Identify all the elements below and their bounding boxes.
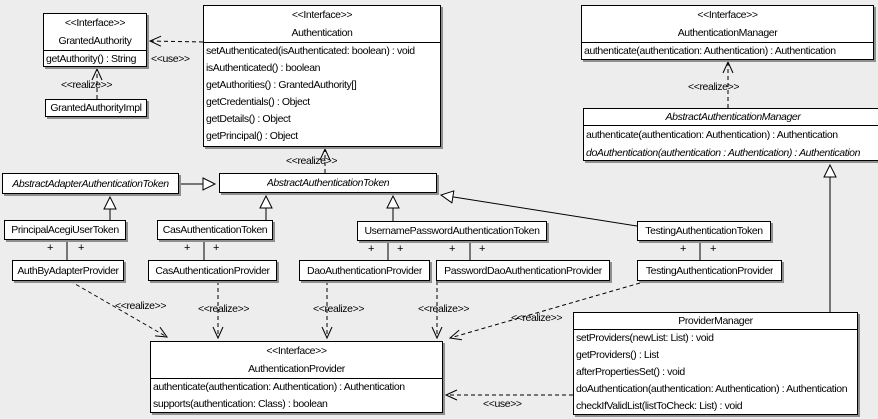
edge-label-realize: <<realize>>: [286, 155, 338, 167]
class-box-auth-by-adapter-provider[interactable]: AuthByAdapterProvider: [12, 260, 124, 281]
method-signature: authenticate(authentication: Authenticat…: [586, 129, 838, 141]
class-box-password-dao-authentication-provider[interactable]: PasswordDaoAuthenticationProvider: [436, 260, 610, 281]
method-signature: checkIfValidList(listToCheck: List) : vo…: [576, 400, 743, 412]
class-box-testing-authentication-token[interactable]: TestingAuthenticationToken: [637, 221, 771, 241]
association-plus-mark: +: [710, 243, 717, 255]
class-name: GrantedAuthorityImpl: [50, 102, 142, 114]
edge-label-use: <<use>>: [151, 53, 190, 65]
association-plus-mark: +: [680, 243, 687, 255]
method-signature: getDetails() : Object: [206, 113, 291, 125]
class-name: UsernamePasswordAuthenticationToken: [364, 225, 540, 237]
class-box-cas-authentication-token[interactable]: CasAuthenticationToken: [157, 220, 273, 240]
edge-label-realize: <<realize>>: [511, 312, 563, 324]
class-name: DaoAuthenticationProvider: [307, 264, 422, 277]
method-signature: doAuthentication(authentication : Authen…: [586, 147, 861, 159]
method-signature: getAuthorities() : GrantedAuthority[]: [206, 79, 357, 91]
class-box-granted-authority-impl[interactable]: GrantedAuthorityImpl: [45, 99, 147, 117]
method-signature: setAuthenticated(isAuthenticated: boolea…: [206, 45, 415, 57]
class-box-authentication-manager[interactable]: <<Interface>> AuthenticationManager auth…: [581, 5, 874, 60]
association-plus-mark: +: [47, 242, 54, 254]
association-plus-mark: +: [449, 243, 456, 255]
edge-label-realize: <<realize>>: [313, 303, 365, 315]
class-box-granted-authority[interactable]: <<Interface>> GrantedAuthority getAuthor…: [43, 13, 147, 67]
association-plus-mark: +: [78, 242, 85, 254]
edge-label-realize: <<realize>>: [688, 81, 740, 93]
class-name: PasswordDaoAuthenticationProvider: [444, 264, 602, 277]
association-plus-mark: +: [213, 242, 220, 254]
use-authentication-granted-authority: [148, 35, 204, 47]
method-signature: getProviders() : List: [576, 349, 659, 361]
edge-label-realize: <<realize>>: [198, 303, 250, 315]
class-name: TestingAuthenticationToken: [645, 225, 763, 237]
class-box-authentication[interactable]: <<Interface>> Authentication setAuthenti…: [203, 5, 441, 147]
class-box-dao-authentication-provider[interactable]: DaoAuthenticationProvider: [299, 260, 430, 281]
class-box-principal-acegi-user-token[interactable]: PrincipalAcegiUserToken: [4, 220, 126, 240]
class-box-abstract-authentication-token[interactable]: AbstractAuthenticationToken: [219, 173, 437, 193]
edge-label-realize: <<realize>>: [418, 303, 470, 315]
edge-label-realize: <<realize>>: [61, 79, 113, 91]
association-plus-mark: +: [397, 243, 404, 255]
association-plus-mark: +: [368, 243, 375, 255]
edge-label-realize: <<realize>>: [115, 300, 167, 312]
class-name: CasAuthenticationProvider: [155, 264, 270, 277]
method-signature: supports(authentication: Class) : boolea…: [153, 398, 328, 410]
class-box-username-password-authentication-token[interactable]: UsernamePasswordAuthenticationToken: [357, 221, 547, 241]
class-stereotype: <<Interface>>: [697, 9, 758, 21]
class-name: AbstractAuthenticationToken: [266, 177, 390, 189]
class-name: CasAuthenticationToken: [162, 224, 268, 236]
class-name: TestingAuthenticationProvider: [645, 264, 774, 277]
method-signature: getAuthority() : String: [46, 53, 137, 65]
class-name: AbstractAuthenticationManager: [665, 111, 801, 123]
class-name: GrantedAuthority: [58, 35, 132, 47]
class-name: AuthByAdapterProvider: [17, 264, 119, 277]
class-name: AbstractAdapterAuthenticationToken: [12, 177, 169, 190]
class-name: Authentication: [291, 27, 353, 39]
association-plus-mark: +: [479, 243, 486, 255]
class-box-authentication-provider[interactable]: <<Interface>> AuthenticationProvider aut…: [150, 341, 443, 413]
class-stereotype: <<Interface>>: [291, 9, 353, 21]
class-box-abstract-adapter-authentication-token[interactable]: AbstractAdapterAuthenticationToken: [2, 173, 179, 194]
class-name: ProviderManager: [678, 315, 753, 327]
method-signature: getPrincipal() : Object: [206, 130, 298, 142]
class-stereotype: <<Interface>>: [64, 17, 126, 29]
realize-testing-provider: [448, 282, 641, 341]
association-plus-mark: +: [184, 242, 191, 254]
method-signature: setProviders(newList: List) : void: [576, 332, 714, 344]
class-box-abstract-authentication-manager[interactable]: AbstractAuthenticationManager authentica…: [583, 108, 878, 161]
class-name: AuthenticationProvider: [248, 363, 345, 375]
method-signature: afterPropertiesSet() : void: [576, 366, 685, 378]
method-signature: doAuthentication(authentication: Authent…: [576, 383, 848, 395]
class-stereotype: <<Interface>>: [266, 345, 327, 357]
realize-auth-by-adapter: [69, 280, 169, 338]
edge-label-use: <<use>>: [483, 398, 522, 410]
class-name: PrincipalAcegiUserToken: [11, 224, 119, 236]
class-name: AuthenticationManager: [677, 27, 778, 39]
class-box-testing-authentication-provider[interactable]: TestingAuthenticationProvider: [637, 260, 782, 281]
method-signature: getCredentials() : Object: [206, 96, 310, 108]
class-box-provider-manager[interactable]: ProviderManager setProviders(newList: Li…: [573, 312, 858, 415]
method-signature: authenticate(authentication: Authenticat…: [584, 45, 836, 57]
method-signature: isAuthenticated() : boolean: [206, 62, 321, 74]
class-box-cas-authentication-provider[interactable]: CasAuthenticationProvider: [148, 260, 277, 281]
generalization-testing-token: [439, 190, 638, 227]
method-signature: authenticate(authentication: Authenticat…: [153, 381, 405, 393]
